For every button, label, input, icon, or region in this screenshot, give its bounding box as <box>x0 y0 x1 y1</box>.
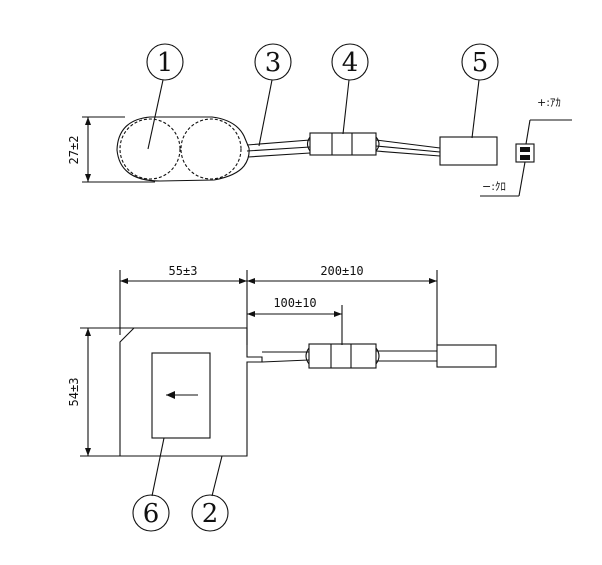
leader-5 <box>471 79 480 139</box>
end-plug-front <box>436 344 497 368</box>
cell-left <box>119 118 181 180</box>
top-view <box>82 43 572 197</box>
lead-total-dimension <box>247 270 438 345</box>
battery-pack-outline <box>116 116 250 182</box>
height-dimension-body <box>80 327 148 457</box>
balloon-6-label: 6 <box>143 499 160 529</box>
balloon-2-label: 2 <box>202 499 219 529</box>
height-dimension-top <box>82 116 155 183</box>
width-dimension-body-label: 55±3 <box>169 264 198 278</box>
inline-connector-front <box>305 343 380 369</box>
direction-arrow-icon <box>166 391 198 399</box>
balloon-3-label: 3 <box>265 48 282 78</box>
terminal-detail <box>480 119 572 197</box>
leader-3 <box>258 79 273 147</box>
lead-wires-top <box>246 139 311 158</box>
balloon-1-label: 1 <box>157 48 174 78</box>
balloon-3 <box>254 43 292 81</box>
leader-6 <box>151 437 165 497</box>
lead-partial-dimension-label: 100±10 <box>273 296 316 310</box>
inline-connector-top <box>306 132 380 156</box>
balloon-5 <box>461 43 499 81</box>
battery-body <box>119 327 263 457</box>
balloon-4-label: 4 <box>342 48 359 78</box>
width-dimension-body <box>119 270 248 345</box>
balloon-4 <box>331 43 369 81</box>
lead-partial-dimension <box>247 305 343 345</box>
cell-right <box>180 118 242 180</box>
height-dimension-top-label: 27±2 <box>67 136 81 165</box>
balloon-1 <box>146 43 184 81</box>
leader-4 <box>342 79 350 135</box>
label-panel <box>151 352 211 439</box>
leader-2 <box>211 455 223 497</box>
end-plug-top <box>439 136 498 166</box>
front-view <box>80 270 497 532</box>
height-dimension-body-label: 54±3 <box>67 378 81 407</box>
lead-wires-front <box>261 350 437 363</box>
polarity-plus-label: +:ｱｶ <box>537 96 561 109</box>
lead-wires-right <box>375 139 441 157</box>
balloon-6 <box>132 494 170 532</box>
balloon-5-label: 5 <box>472 48 489 78</box>
balloon-2 <box>191 494 229 532</box>
polarity-minus-label: −:ｸﾛ <box>482 180 506 193</box>
lead-total-dimension-label: 200±10 <box>320 264 363 278</box>
leader-1 <box>147 79 164 150</box>
